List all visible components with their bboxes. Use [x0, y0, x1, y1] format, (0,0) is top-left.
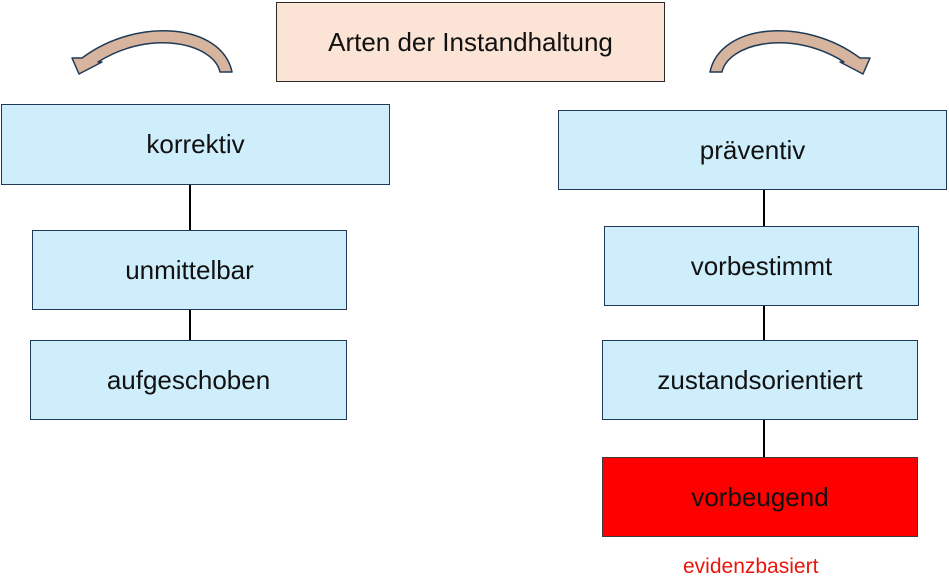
node-label: aufgeschoben	[106, 364, 271, 395]
connector-line	[763, 420, 765, 458]
title-text: Arten der Instandhaltung	[328, 26, 613, 57]
caption-evidenzbasiert: evidenzbasiert	[683, 555, 819, 578]
node-label: vorbeugend	[691, 481, 829, 512]
node-label: vorbestimmt	[690, 250, 833, 281]
node-praeventiv: präventiv	[558, 110, 947, 190]
node-vorbeugend: vorbeugend	[602, 457, 918, 537]
node-vorbestimmt: vorbestimmt	[604, 226, 919, 306]
node-label: unmittelbar	[125, 254, 254, 285]
title-box: Arten der Instandhaltung	[276, 2, 665, 82]
node-aufgeschoben: aufgeschoben	[30, 340, 347, 420]
connector-line	[763, 190, 765, 227]
connector-line	[189, 185, 191, 231]
curved-arrow-right-icon	[709, 30, 871, 75]
node-label: korrektiv	[146, 129, 245, 159]
connector-line	[189, 310, 191, 341]
node-label: präventiv	[699, 134, 806, 165]
node-zustandsorientiert: zustandsorientiert	[602, 340, 918, 420]
curved-arrow-left-icon	[71, 30, 233, 75]
connector-line	[763, 306, 765, 341]
node-korrektiv: korrektiv	[1, 104, 390, 185]
node-unmittelbar: unmittelbar	[32, 230, 347, 310]
node-label: zustandsorientiert	[657, 364, 863, 395]
